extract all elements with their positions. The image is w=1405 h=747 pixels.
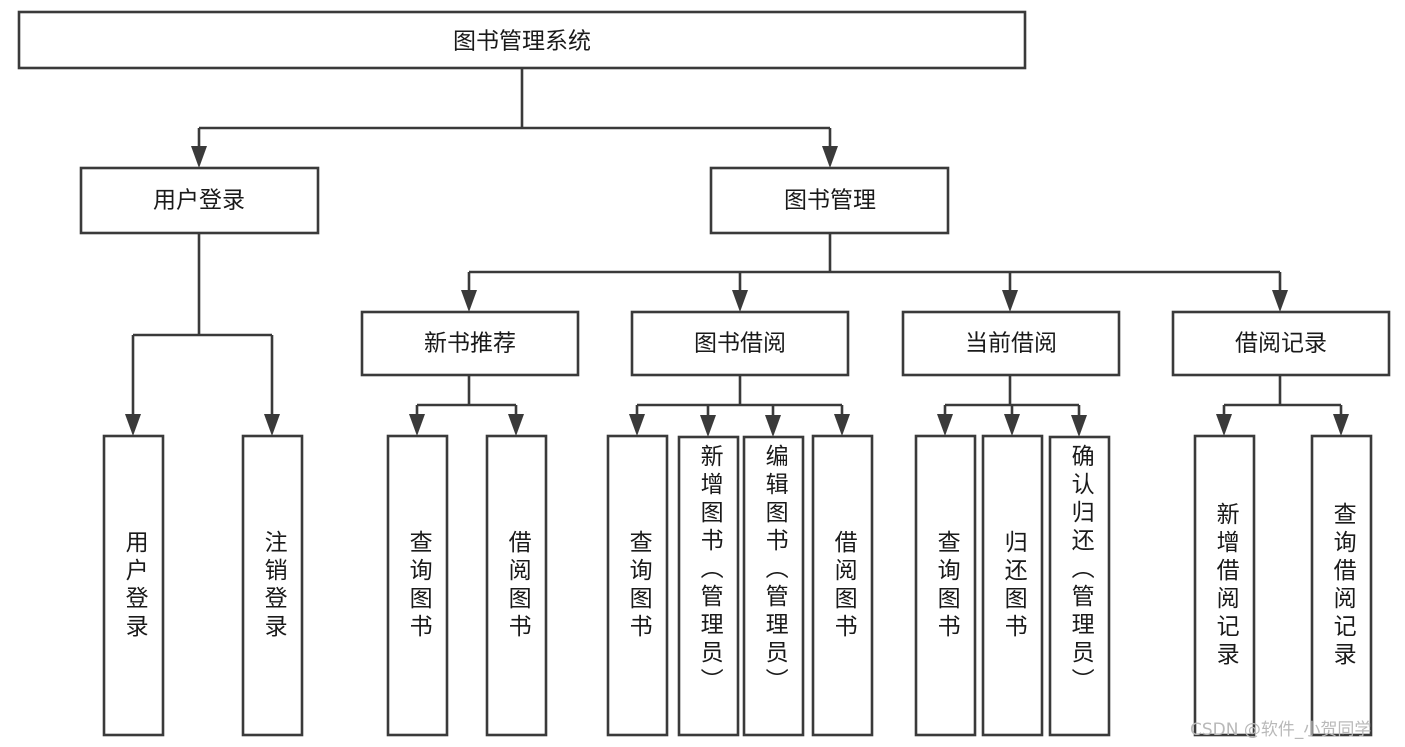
connector-group-root <box>191 68 838 168</box>
arrow-new-book-child-1-icon <box>508 414 524 436</box>
node-borrow-record[interactable]: 借阅记录 <box>1171 310 1391 377</box>
leaf-box-current-borrow-2[interactable] <box>1048 435 1111 737</box>
arrow-book-mgmt-child-2-icon <box>1002 290 1018 312</box>
arrow-borrow-book-child-2-icon <box>765 415 781 437</box>
leaf-box-user-login-0[interactable] <box>102 434 165 737</box>
node-user-login[interactable]: 用户登录 <box>79 166 320 235</box>
arrow-current-borrow-child-0-icon <box>937 414 953 436</box>
arrow-borrow-book-child-1-icon <box>700 415 716 437</box>
leaf-box-borrow-record-1[interactable] <box>1310 434 1373 737</box>
node-user-login-label: 用户登录 <box>153 188 245 214</box>
arrow-book-mgmt-child-1-icon <box>732 290 748 312</box>
node-root-system-box[interactable] <box>17 10 1027 70</box>
node-current-borrow-box[interactable] <box>901 310 1121 377</box>
node-root-system[interactable]: 图书管理系统 <box>17 10 1027 70</box>
arrow-borrow-book-child-0-icon <box>629 414 645 436</box>
leaf-box-current-borrow-1[interactable] <box>981 434 1044 737</box>
node-new-book-recommend-label: 新书推荐 <box>424 331 516 357</box>
connector-group-user-login <box>125 233 280 436</box>
node-current-borrow-label: 当前借阅 <box>965 331 1057 357</box>
leaf-box-user-login-1[interactable] <box>241 434 304 737</box>
arrow-borrow-record-child-1-icon <box>1333 414 1349 436</box>
leaf-box-new-book-1[interactable] <box>485 434 548 737</box>
node-book-management[interactable]: 图书管理 <box>709 166 950 235</box>
arrow-book-mgmt-child-0-icon <box>461 290 477 312</box>
arrow-book-mgmt-child-3-icon <box>1272 290 1288 312</box>
node-book-borrow-box[interactable] <box>630 310 850 377</box>
arrow-root-to-user-login-icon <box>191 146 207 168</box>
watermark-text: CSDN @软件_小贺同学 <box>1190 720 1372 740</box>
connector-group-book-mgmt <box>461 233 1288 312</box>
connector-group-new-book <box>409 375 524 436</box>
arrow-current-borrow-child-1-icon <box>1004 414 1020 436</box>
node-root-system-label: 图书管理系统 <box>453 29 591 55</box>
arrow-borrow-record-child-0-icon <box>1216 414 1232 436</box>
arrow-new-book-child-0-icon <box>409 414 425 436</box>
node-current-borrow[interactable]: 当前借阅 <box>901 310 1121 377</box>
node-book-borrow-label: 图书借阅 <box>694 331 786 357</box>
node-book-management-label: 图书管理 <box>784 188 876 214</box>
leaf-box-borrow-book-1[interactable] <box>677 435 740 737</box>
arrow-current-borrow-child-2-icon <box>1071 415 1087 437</box>
node-book-management-box[interactable] <box>709 166 950 235</box>
leaf-box-current-borrow-0[interactable] <box>914 434 977 737</box>
connector-group-borrow-record <box>1216 375 1349 436</box>
arrow-user-login-child-0-icon <box>125 414 141 436</box>
connector-group-current-borrow <box>937 375 1087 437</box>
node-borrow-record-box[interactable] <box>1171 310 1391 377</box>
node-user-login-box[interactable] <box>79 166 320 235</box>
arrow-root-to-book-mgmt-icon <box>822 146 838 168</box>
leaf-box-borrow-record-0[interactable] <box>1193 434 1256 737</box>
node-new-book-recommend[interactable]: 新书推荐 <box>360 310 580 377</box>
leaf-box-new-book-0[interactable] <box>386 434 449 737</box>
leaf-box-borrow-book-3[interactable] <box>811 434 874 737</box>
leaf-box-borrow-book-2[interactable] <box>742 435 805 737</box>
node-book-borrow[interactable]: 图书借阅 <box>630 310 850 377</box>
connector-group-borrow-book <box>629 375 850 437</box>
node-new-book-recommend-box[interactable] <box>360 310 580 377</box>
node-borrow-record-label: 借阅记录 <box>1235 331 1327 357</box>
leaf-box-borrow-book-0[interactable] <box>606 434 669 737</box>
arrow-borrow-book-child-3-icon <box>834 414 850 436</box>
arrow-user-login-child-1-icon <box>264 414 280 436</box>
